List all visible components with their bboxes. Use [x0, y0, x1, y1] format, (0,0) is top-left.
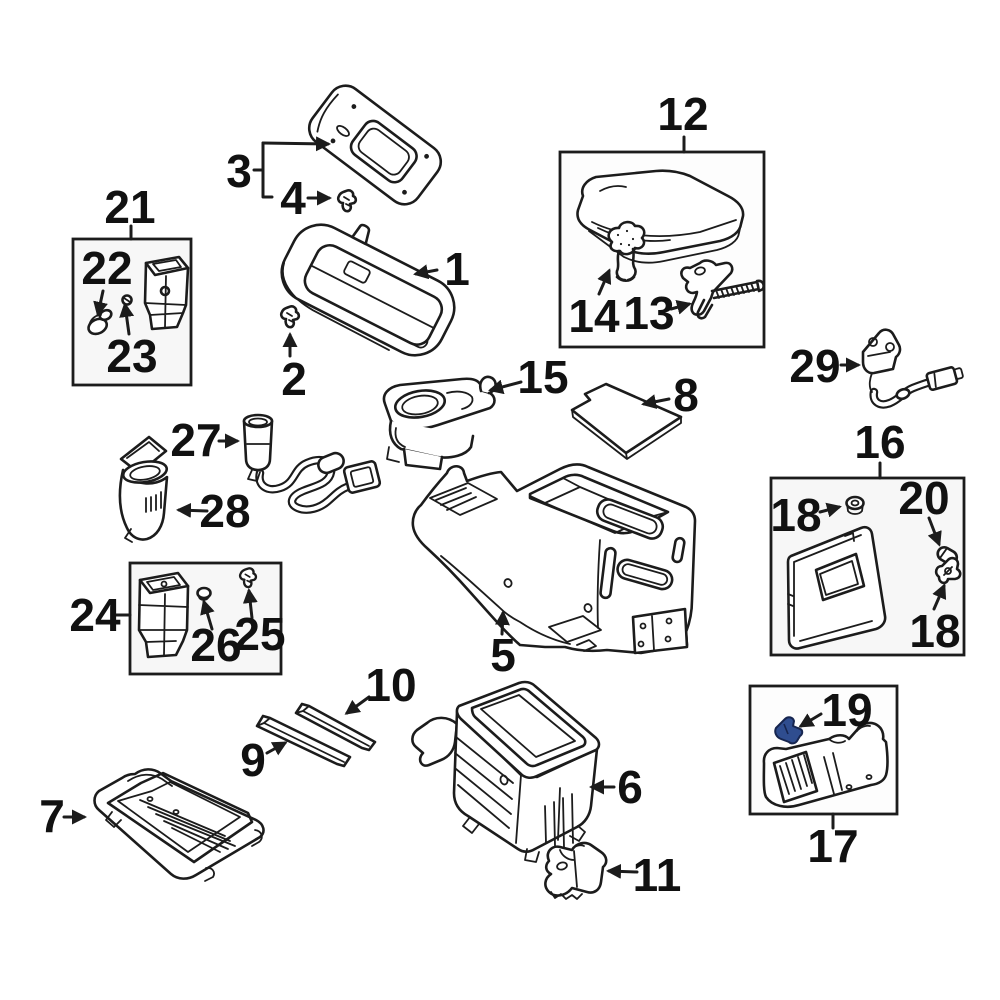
part-6-drawing: [411, 680, 601, 863]
part-26-drawing: [196, 586, 212, 601]
part-label-18b: 18: [909, 605, 960, 657]
part-18b-socket-drawing: [934, 556, 962, 585]
part-label-5: 5: [490, 629, 516, 681]
part-label-11: 11: [633, 849, 682, 901]
part-label-6: 6: [617, 761, 643, 813]
leader-arrow-26: [200, 599, 215, 631]
part-label-18a: 18: [770, 489, 821, 541]
leader-arrow-3: [261, 136, 331, 152]
part-4-drawing: [336, 189, 358, 213]
part-label-29: 29: [789, 340, 840, 392]
part-label-3: 3: [226, 145, 252, 197]
leader-arrow-8: [641, 394, 671, 410]
leader-arrow-13: [669, 299, 692, 315]
part-16-panel-drawing: [786, 525, 887, 650]
part-3-drawing: [307, 84, 443, 206]
part-2-drawing: [279, 305, 301, 329]
part-27-drawing: [242, 413, 382, 514]
leader-arrow-10: [344, 695, 371, 715]
part-label-1: 1: [444, 243, 470, 295]
part-label-26: 26: [190, 619, 241, 671]
part-label-20: 20: [898, 472, 949, 524]
part-label-28: 28: [199, 485, 250, 537]
part-17-trim-drawing: [762, 721, 889, 809]
leader-arrow-20: [927, 516, 942, 547]
leader-arrow-19: [798, 712, 823, 728]
leader-arrow-5: [494, 610, 510, 636]
leader-arrow-9: [265, 741, 288, 756]
leader-arrow-23: [119, 302, 135, 336]
part-label-19: 19: [821, 684, 872, 736]
part-19-highlighted-clip-drawing: [774, 716, 804, 745]
part-11-drawing: [544, 841, 608, 900]
part-7-drawing: [93, 768, 265, 882]
part-10-drawing: [294, 702, 377, 752]
part-1-drawing: [280, 223, 456, 357]
part-label-23: 23: [106, 330, 157, 382]
part-label-4: 4: [280, 172, 306, 224]
part-label-15: 15: [517, 351, 568, 403]
part-label-12: 12: [657, 88, 708, 140]
leader-arrow-14: [597, 268, 612, 296]
part-23-drawing: [121, 294, 133, 306]
leader-arrow-15: [488, 379, 523, 395]
leader-arrow-18b: [932, 583, 947, 611]
part-29-drawing: [861, 328, 964, 409]
part-5-drawing: [411, 463, 697, 655]
part-label-16: 16: [854, 416, 905, 468]
part-9-drawing: [255, 714, 352, 768]
part-15-drawing: [382, 375, 497, 471]
part-label-10: 10: [365, 659, 416, 711]
part-label-8: 8: [673, 369, 699, 421]
part-28-drawing: [118, 435, 169, 543]
part-21-switch-drawing: [143, 255, 190, 331]
part-label-21: 21: [104, 181, 155, 233]
part-label-24: 24: [69, 589, 121, 641]
part-label-14: 14: [568, 290, 620, 342]
part-24-switch-drawing: [137, 571, 190, 659]
bracket-line-3: [252, 141, 274, 199]
part-14-drawing: [607, 220, 646, 283]
leader-arrow-11: [606, 863, 639, 879]
leader-arrow-22: [93, 289, 108, 317]
part-8-drawing: [570, 382, 683, 460]
part-label-7: 7: [39, 790, 65, 842]
leader-arrow-25: [242, 588, 258, 620]
part-13-drawing: [680, 259, 765, 320]
part-label-2: 2: [281, 353, 307, 405]
part-label-22: 22: [81, 242, 132, 294]
leader-arrow-18a: [818, 502, 842, 518]
part-label-25: 25: [234, 608, 285, 660]
leader-arrow-1: [413, 264, 439, 280]
part-18a-nut-drawing: [845, 495, 865, 515]
part-label-17: 17: [807, 820, 858, 872]
part-label-27: 27: [170, 414, 221, 466]
part-label-9: 9: [240, 734, 266, 786]
leader-arrow-28: [176, 502, 209, 518]
part-label-13: 13: [623, 287, 674, 339]
